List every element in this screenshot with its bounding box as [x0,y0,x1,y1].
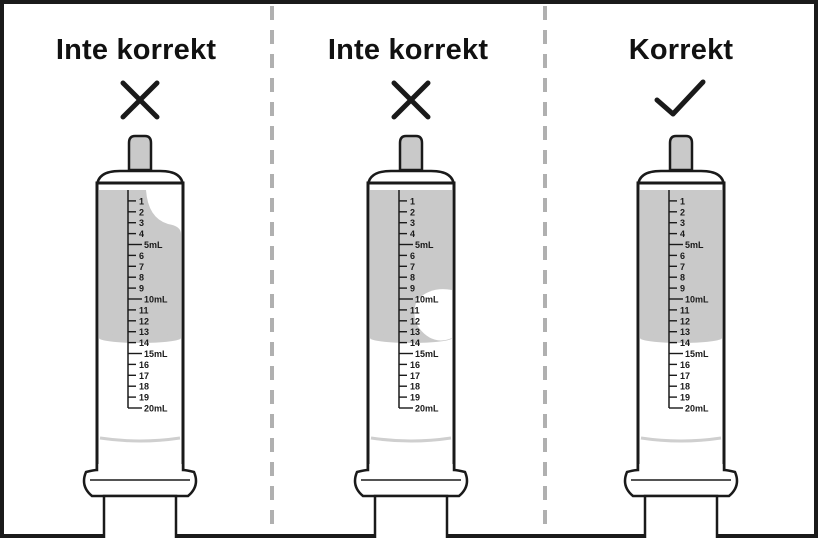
scale-tick-label: 17 [139,371,149,381]
panel-1-label: Inte korrekt [55,34,217,66]
scale-tick-label: 15mL [144,349,168,359]
panel-3-label: Korrekt [628,34,734,66]
scale-tick-label: 8 [410,273,415,283]
scale-tick-label: 9 [680,284,685,294]
scale-tick-label: 4 [680,229,685,239]
scale-tick-label: 5mL [144,240,163,250]
scale-tick-label: 14 [139,338,149,348]
syringe-tip [668,134,694,172]
scale-tick-label: 17 [410,371,420,381]
scale-tick-label: 15mL [685,349,709,359]
scale-tick-label: 4 [139,229,144,239]
scale-tick-label: 6 [680,251,685,261]
scale-tick-label: 3 [680,218,685,228]
scale-tick-label: 20mL [685,404,709,414]
scale-tick-label: 1 [680,196,685,206]
scale-tick-label: 11 [410,305,420,315]
scale-tick-label: 19 [410,393,420,403]
scale-tick-label: 16 [680,360,690,370]
scale-tick-label: 13 [680,327,690,337]
scale-tick-label: 20mL [415,404,439,414]
plunger-stem [102,494,178,543]
panel-2-label: Inte korrekt [327,34,489,66]
scale-tick-label: 8 [139,273,144,283]
scale-tick-label: 2 [680,207,685,217]
scale-tick-label: 12 [410,316,420,326]
scale-tick-label: 6 [410,251,415,261]
syringe-tip [398,134,424,172]
scale-tick-label: 7 [139,262,144,272]
scale-tick-label: 14 [410,338,420,348]
plunger-meniscus [99,436,181,443]
scale-tick-label: 11 [680,305,690,315]
scale-tick-label: 8 [680,273,685,283]
scale-tick-label: 12 [139,316,149,326]
plunger-stem [643,494,719,543]
plunger-stem [373,494,449,543]
scale-tick-label: 6 [139,251,144,261]
scale-tick-label: 12 [680,316,690,326]
scale-tick-label: 2 [139,207,144,217]
scale-tick-label: 3 [139,218,144,228]
scale-tick-label: 11 [139,305,149,315]
scale-tick-label: 2 [410,207,415,217]
liquid-fill [640,190,722,338]
scale-tick-label: 9 [410,284,415,294]
liquid-meniscus [640,333,722,343]
scale-tick-label: 18 [139,382,149,392]
scale-tick-label: 13 [410,327,420,337]
scale-tick-label: 18 [680,382,690,392]
scale-tick-label: 16 [410,360,420,370]
cross-icon [391,80,431,120]
scale-tick-label: 7 [680,262,685,272]
check-icon [654,79,706,117]
scale-tick-label: 14 [680,338,690,348]
scale-tick-label: 9 [139,284,144,294]
scale-tick-label: 13 [139,327,149,337]
scale-tick-label: 4 [410,229,415,239]
liquid-meniscus [99,333,181,343]
scale-tick-label: 1 [139,196,144,206]
scale-tick-label: 5mL [685,240,704,250]
scale-tick-label: 7 [410,262,415,272]
scale-tick-label: 10mL [415,295,439,305]
syringe-tip [127,134,153,172]
scale-tick-label: 1 [410,196,415,206]
scale-tick-label: 20mL [144,404,168,414]
scale-tick-label: 3 [410,218,415,228]
plunger-meniscus [640,436,722,443]
scale-tick-label: 16 [139,360,149,370]
air-bubble [414,289,452,341]
air-bubble [146,190,181,234]
plunger-meniscus [370,436,452,443]
scale-tick-label: 18 [410,382,420,392]
cross-icon [120,80,160,120]
scale-tick-label: 10mL [144,295,168,305]
scale-tick-label: 10mL [685,295,709,305]
scale-tick-label: 17 [680,371,690,381]
scale-tick-label: 15mL [415,349,439,359]
scale-tick-label: 19 [139,393,149,403]
scale-tick-label: 5mL [415,240,434,250]
scale-tick-label: 19 [680,393,690,403]
